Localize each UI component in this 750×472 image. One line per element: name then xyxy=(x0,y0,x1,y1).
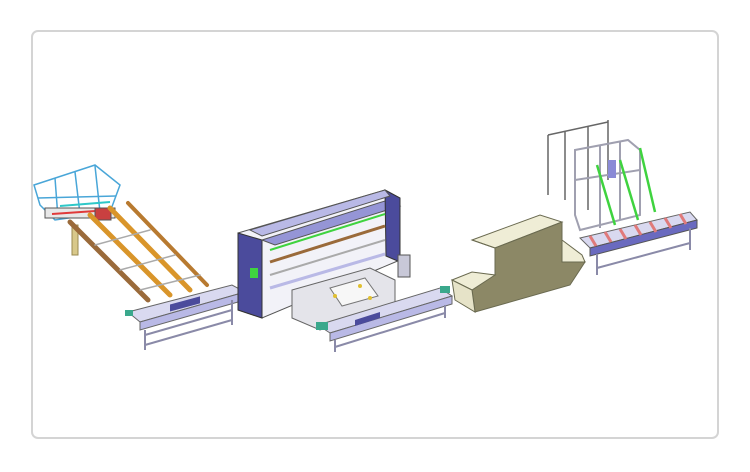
gantry-machine xyxy=(237,189,411,319)
conveyor-1 xyxy=(125,284,247,350)
conveyor-2 xyxy=(316,286,454,352)
shrink-tunnel xyxy=(450,214,586,313)
rails xyxy=(67,201,209,303)
stacker-station xyxy=(547,120,698,275)
loader-station xyxy=(33,164,209,303)
work-table xyxy=(291,267,396,331)
